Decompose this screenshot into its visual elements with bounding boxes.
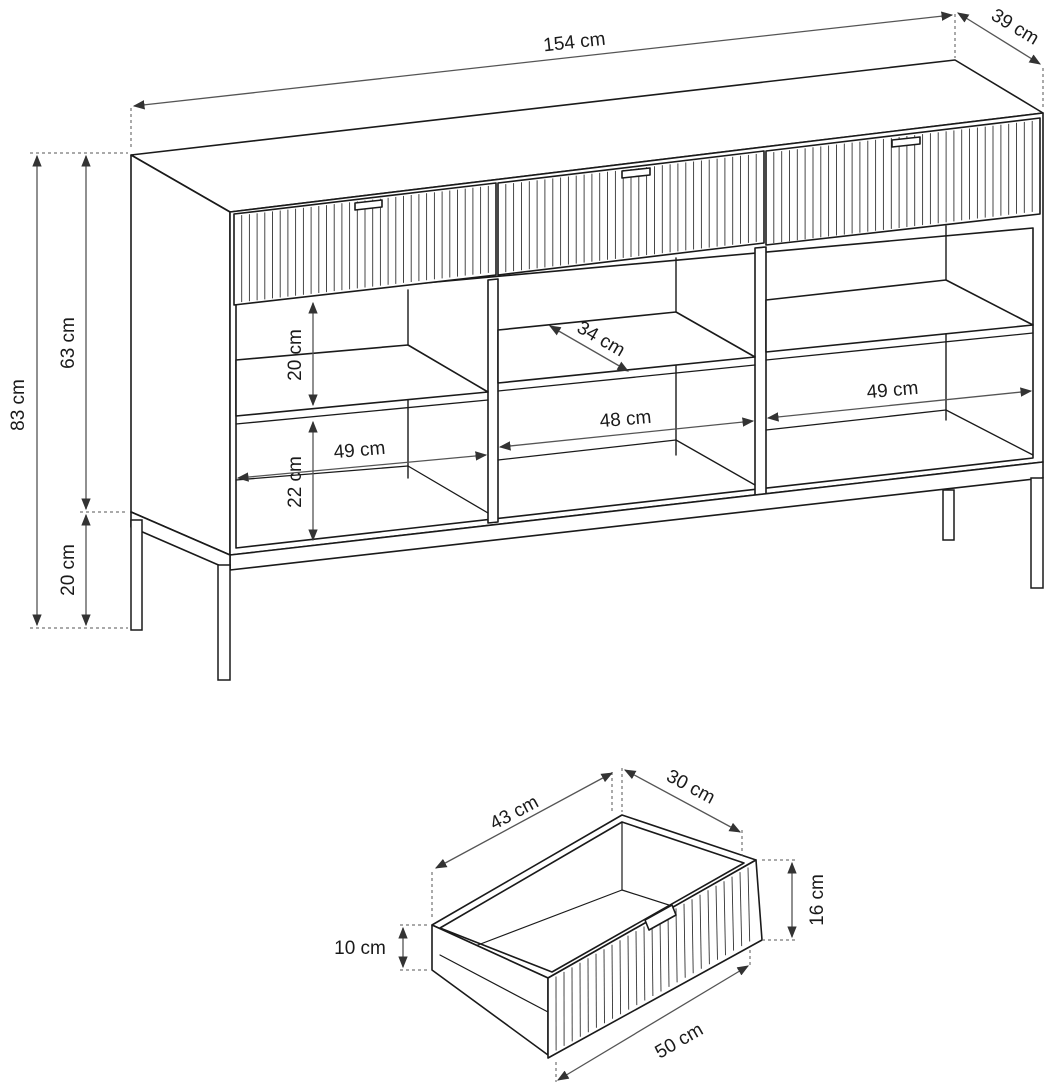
- drawer-drawing: [431, 814, 763, 1059]
- drawer-length-label: 43 cm: [487, 792, 543, 835]
- drawer-flute-line: [739, 872, 743, 947]
- leg-back-left: [130, 519, 143, 631]
- sideboard-drawing: [130, 59, 1044, 681]
- lower-gap-label: 22 cm: [285, 456, 306, 508]
- drawer-fluting: [241, 120, 1033, 303]
- leg-back-right: [942, 489, 955, 541]
- drawer-length-line: [434, 772, 614, 869]
- divider-left: [487, 278, 499, 524]
- depth-label: 39 cm: [987, 5, 1042, 50]
- sideboard-left-side: [130, 154, 231, 556]
- front-height-label: 16 cm: [807, 874, 828, 926]
- shelf-right: [765, 279, 1034, 353]
- shelf-depth-line: [548, 325, 630, 372]
- shelf-left: [235, 344, 489, 417]
- shelf-middle-edge: [497, 364, 756, 392]
- middle-width-line: [498, 417, 755, 451]
- width-label: 154 cm: [542, 29, 606, 57]
- handle-left: [354, 199, 383, 211]
- drawer-flute-line: [723, 881, 726, 956]
- drawer-handle: [644, 904, 677, 931]
- width-dimension-line: [132, 11, 954, 110]
- left-width-label: 49 cm: [333, 438, 386, 463]
- drawer-inner-back-bottom: [469, 889, 623, 949]
- right-width-line: [766, 387, 1033, 422]
- drawer-flute-line: [707, 890, 710, 965]
- left-width-line: [236, 451, 488, 482]
- handle-middle: [621, 167, 651, 179]
- drawer-flute-line: [731, 876, 735, 951]
- shelf-left-edge: [235, 399, 489, 425]
- shelf-right-edge: [765, 332, 1034, 361]
- body-height-label: 63 cm: [58, 317, 79, 369]
- leg-front-right: [1030, 477, 1044, 589]
- drawer-runner: [439, 954, 549, 1013]
- drawer-flute-line: [603, 949, 605, 1024]
- upper-gap-label: 20 cm: [285, 329, 306, 381]
- total-height-label: 83 cm: [8, 379, 29, 431]
- handle-right: [891, 136, 921, 148]
- depth-dimension-line: [957, 12, 1041, 65]
- divider-right: [754, 246, 767, 496]
- leg-front-left: [217, 564, 231, 681]
- leg-height-label: 20 cm: [58, 544, 79, 596]
- drawer-flute-line: [691, 899, 694, 974]
- drawer-flute-line: [699, 894, 702, 969]
- drawer-front-right: [765, 117, 1041, 246]
- box-height-label: 10 cm: [334, 938, 386, 959]
- front-width-line: [556, 965, 750, 1081]
- front-width-label: 50 cm: [652, 1019, 707, 1063]
- drawer-flute-line: [747, 867, 751, 942]
- right-width-label: 49 cm: [866, 378, 919, 403]
- drawer-flute-line: [715, 885, 718, 960]
- drawer-flute-line: [611, 944, 614, 1019]
- middle-width-label: 48 cm: [599, 407, 652, 432]
- drawer-depth-label: 30 cm: [663, 766, 719, 809]
- drawer-depth-line: [623, 769, 742, 833]
- drawer-flute-line: [619, 940, 622, 1015]
